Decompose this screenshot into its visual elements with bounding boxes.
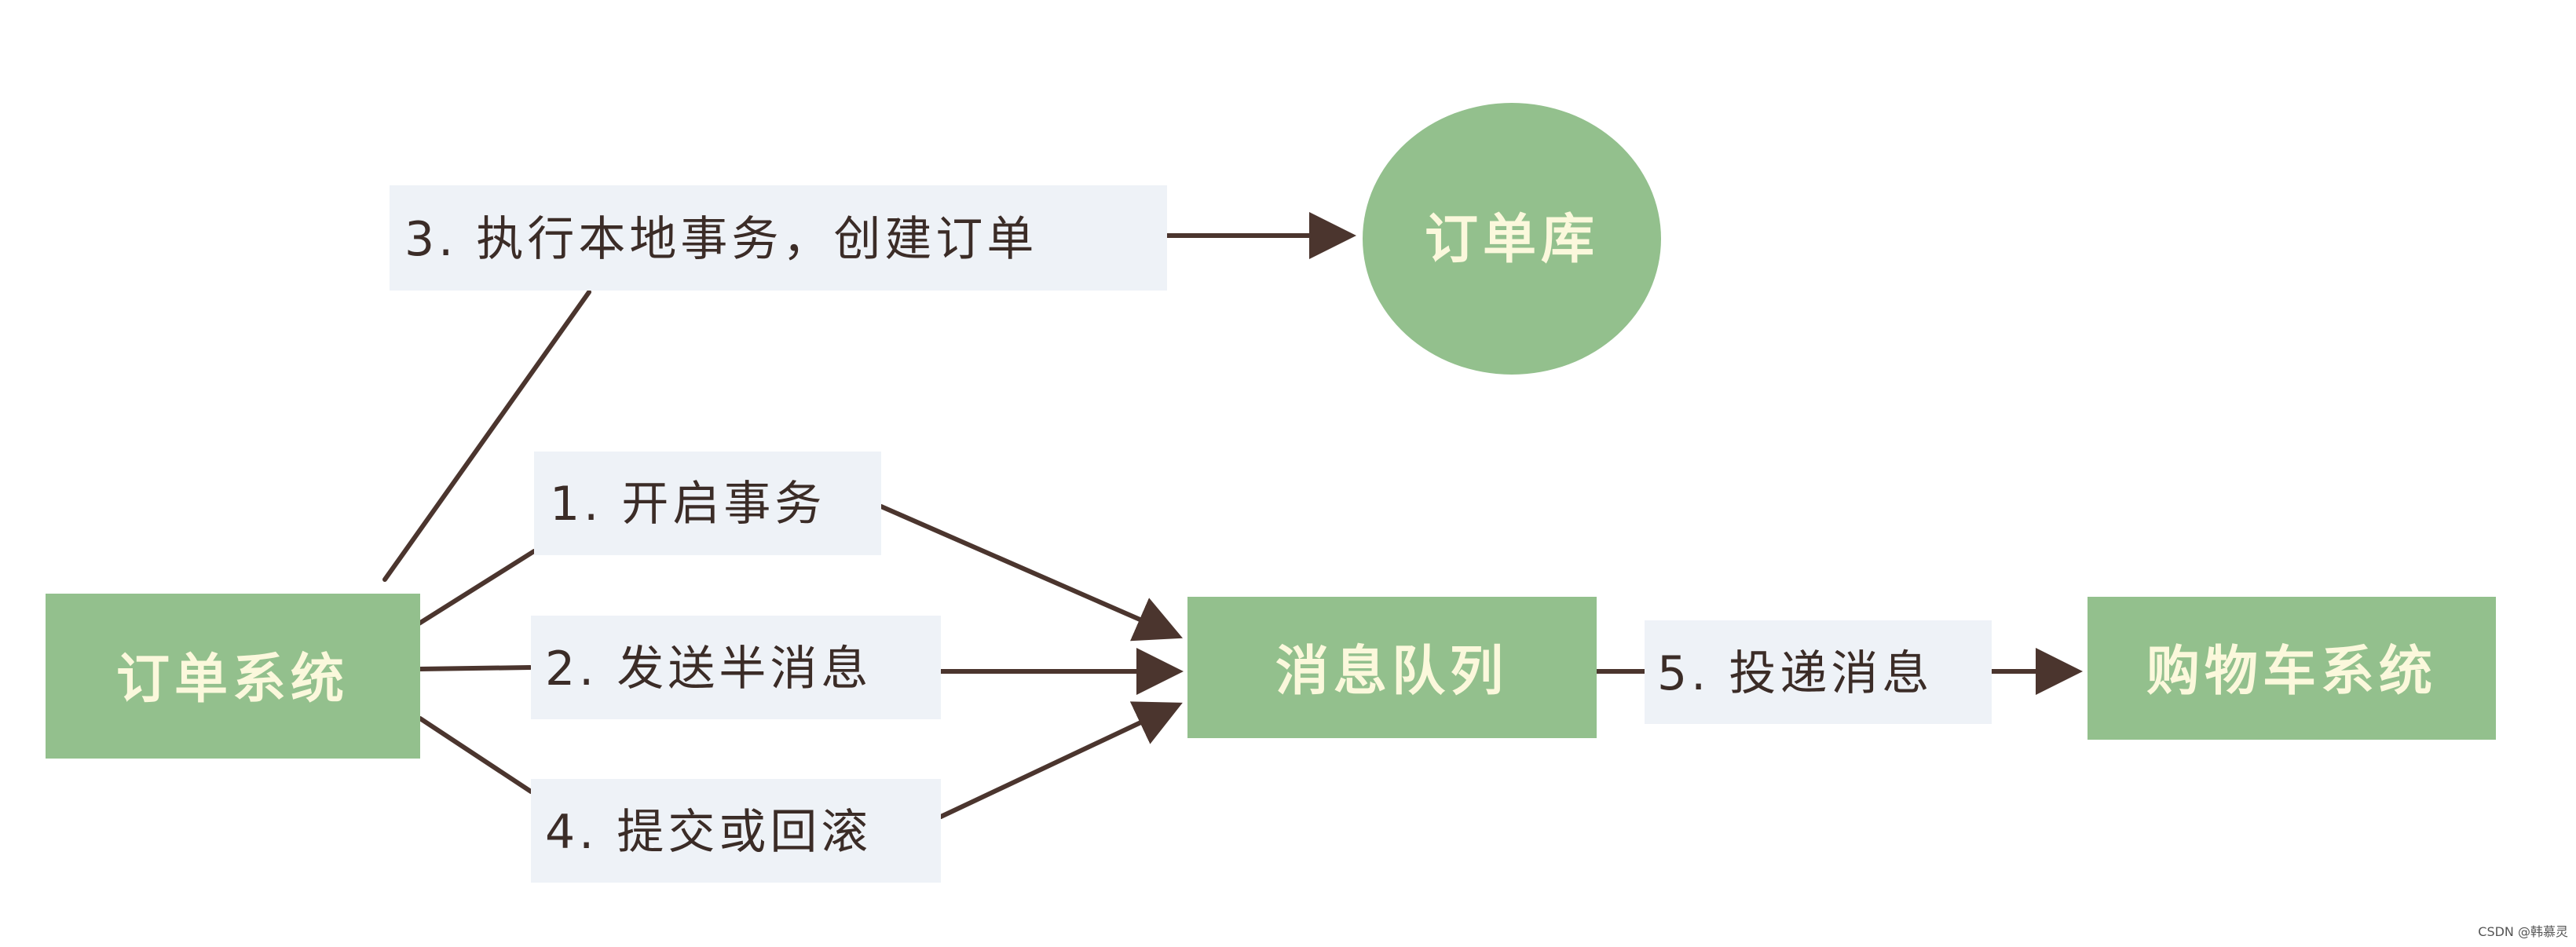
edge-order-system-to-step1 [415, 549, 536, 627]
node-cart-system-box [2088, 597, 2496, 740]
edge-step1-to-queue [879, 504, 1183, 642]
edges [382, 212, 2083, 819]
label-step4: 4. 提交或回滚 [531, 779, 941, 883]
edge-order-system-to-step3 [382, 290, 591, 582]
label-step5-bg [1645, 620, 1992, 724]
node-order-system-box [46, 594, 420, 759]
edge-step4-to-queue [939, 701, 1183, 819]
node-message-queue-label: 消息队列 [1275, 641, 1508, 703]
label-step3-text: 3. 执行本地事务，创建订单 [404, 212, 1037, 267]
node-cart-system-label: 购物车系统 [2146, 641, 2437, 703]
label-step3-bg [390, 185, 1167, 291]
label-step5-text: 5. 投递消息 [1657, 646, 1933, 701]
label-step2: 2. 发送半消息 [531, 616, 941, 719]
label-step2-bg [531, 616, 941, 719]
node-order-db-circle [1363, 103, 1661, 375]
label-step5: 5. 投递消息 [1645, 620, 1992, 724]
node-order-db-label: 订单库 [1425, 209, 1599, 271]
node-message-queue-box [1187, 597, 1597, 738]
footer-credit: CSDN @韩慕灵 [2478, 924, 2568, 939]
edge-order-system-to-step4 [418, 716, 533, 794]
node-cart-system: 购物车系统 [2088, 597, 2496, 740]
label-step4-text: 4. 提交或回滚 [545, 805, 872, 860]
label-step1-bg [534, 452, 881, 555]
label-step1: 1. 开启事务 [534, 452, 881, 555]
node-order-db: 订单库 [1363, 103, 1661, 375]
edge-order-system-to-step2 [418, 665, 532, 671]
node-message-queue: 消息队列 [1187, 597, 1597, 738]
label-step4-bg [531, 779, 941, 883]
node-order-system-label: 订单系统 [116, 649, 349, 711]
label-step3: 3. 执行本地事务，创建订单 [390, 185, 1167, 291]
label-step1-text: 1. 开启事务 [550, 477, 825, 532]
label-step2-text: 2. 发送半消息 [545, 642, 872, 697]
node-order-system: 订单系统 [46, 594, 420, 759]
